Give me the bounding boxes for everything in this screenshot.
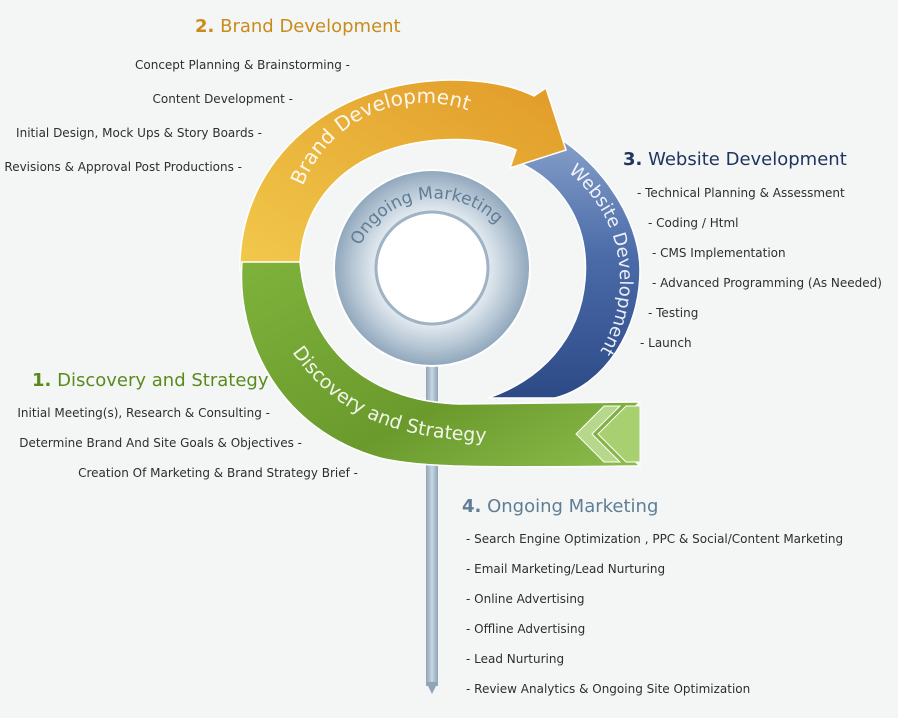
marketing-item: - Online Advertising bbox=[466, 592, 585, 606]
brand-item: Revisions & Approval Post Productions - bbox=[4, 160, 242, 174]
discovery-item: Initial Meeting(s), Research & Consultin… bbox=[17, 406, 270, 420]
discovery-strategy-heading: 1. Discovery and Strategy bbox=[32, 370, 268, 391]
brand-heading-number: 2. bbox=[195, 16, 215, 37]
brand-heading-title: Brand Development bbox=[220, 16, 401, 37]
website-development-arc bbox=[487, 116, 641, 399]
brand-development-heading: 2. Brand Development bbox=[195, 16, 401, 37]
discovery-item: Creation Of Marketing & Brand Strategy B… bbox=[78, 466, 358, 480]
website-development-heading: 3. Website Development bbox=[623, 149, 847, 170]
discovery-item: Determine Brand And Site Goals & Objecti… bbox=[19, 436, 302, 450]
discovery-heading-title: Discovery and Strategy bbox=[57, 370, 269, 391]
marketing-item: - Lead Nurturing bbox=[466, 652, 565, 666]
website-heading-number: 3. bbox=[623, 149, 643, 170]
brand-item: Initial Design, Mock Ups & Story Boards … bbox=[16, 126, 262, 140]
brand-item: Content Development - bbox=[152, 92, 293, 106]
brand-development-arc bbox=[239, 79, 567, 271]
marketing-heading-title: Ongoing Marketing bbox=[487, 496, 659, 517]
chevron-icon bbox=[575, 405, 622, 463]
website-item: - Testing bbox=[648, 306, 699, 320]
marketing-item: - Email Marketing/Lead Nurturing bbox=[466, 562, 666, 576]
website-item: - CMS Implementation bbox=[652, 246, 786, 260]
website-item: - Advanced Programming (As Needed) bbox=[652, 276, 882, 290]
website-heading-title: Website Development bbox=[648, 149, 847, 170]
ring-center bbox=[374, 210, 490, 326]
ongoing-marketing-heading: 4. Ongoing Marketing bbox=[462, 496, 658, 517]
website-item: - Coding / Html bbox=[648, 216, 739, 230]
website-item: - Technical Planning & Assessment bbox=[637, 186, 845, 200]
website-item: - Launch bbox=[640, 336, 692, 350]
discovery-strategy-arc bbox=[240, 261, 642, 468]
marketing-item: - Search Engine Optimization , PPC & Soc… bbox=[466, 532, 844, 546]
discovery-heading-number: 1. bbox=[32, 370, 52, 391]
marketing-item: - Offline Advertising bbox=[466, 622, 586, 636]
chevron-icon bbox=[597, 405, 641, 463]
marketing-item: - Review Analytics & Ongoing Site Optimi… bbox=[466, 682, 751, 696]
marketing-heading-number: 4. bbox=[462, 496, 482, 517]
stem-arrow-tip bbox=[426, 682, 438, 694]
brand-item: Concept Planning & Brainstorming - bbox=[135, 58, 350, 72]
